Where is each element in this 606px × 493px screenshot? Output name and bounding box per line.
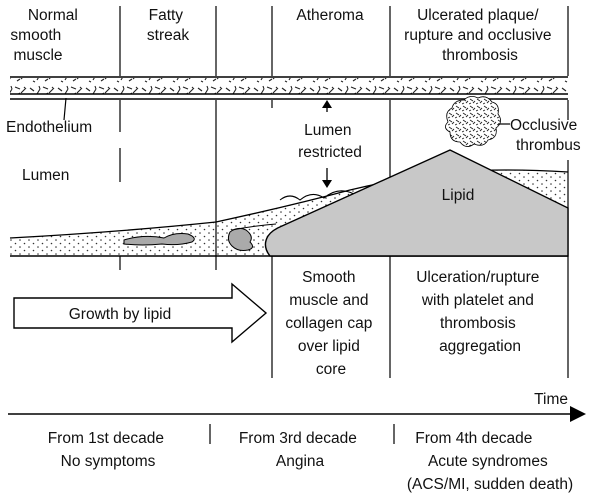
- lumen-label: Lumen: [22, 167, 69, 184]
- stage-ulcerated-title: Ulcerated plaque/ rupture and occlusive …: [404, 7, 556, 64]
- artery-wall-top: [10, 77, 568, 99]
- occlusive-thrombus: [445, 96, 500, 146]
- ulceration-description: Ulceration/rupture with platelet and thr…: [416, 269, 544, 355]
- stage-atheroma-title: Atheroma: [296, 7, 364, 24]
- stage-normal-title: Normal smooth muscle: [10, 7, 82, 64]
- growth-by-lipid-label: Growth by lipid: [69, 306, 172, 323]
- timeline-period-3: From 4th decade Acute syndromes (ACS/MI,…: [407, 430, 573, 493]
- endothelium-label: Endothelium: [6, 119, 92, 136]
- lipid-label: Lipid: [442, 187, 475, 204]
- endothelium-pointer: [64, 98, 66, 120]
- time-axis: [8, 406, 586, 422]
- atheroma-description: Smooth muscle and collagen cap over lipi…: [285, 269, 376, 378]
- stage-fatty-streak-title: Fatty streak: [147, 7, 189, 44]
- timeline-period-1: From 1st decade No symptoms: [48, 430, 169, 470]
- lumen-restricted-label: Lumen restricted: [298, 122, 362, 161]
- timeline-period-2: From 3rd decade Angina: [239, 430, 361, 470]
- time-axis-label: Time: [534, 391, 568, 408]
- occlusive-thrombus-label: Occlusive thrombus: [510, 117, 582, 154]
